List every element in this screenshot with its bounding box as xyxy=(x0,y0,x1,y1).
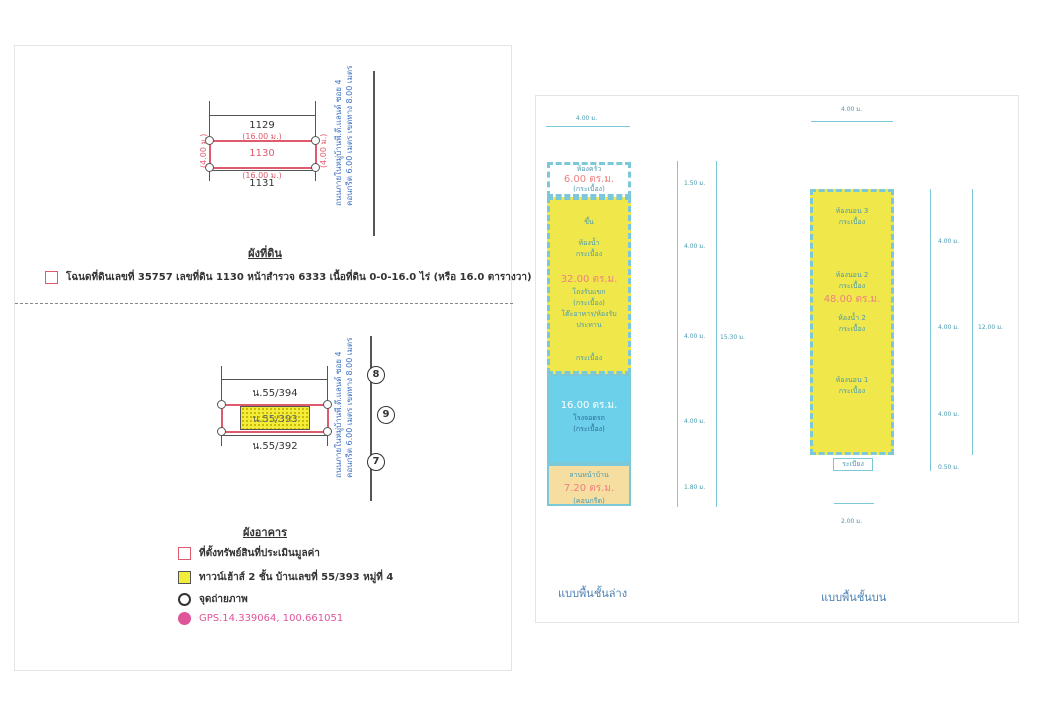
road-label: ถนนภายในหมู่บ้านพี.ดี.แลนด์ ซอย 4 คอนกรี… xyxy=(333,66,355,206)
garage: 16.00 ตร.ม. โรงจอดรถ (กระเบื้อง) xyxy=(547,374,631,464)
front-yard: ลานหน้าบ้าน 7.20 ตร.ม. (คอนกรีต) xyxy=(547,464,631,506)
stair-up: ขึ้น xyxy=(584,218,594,226)
dim-total: 12.00 ม. xyxy=(978,324,1003,331)
dim-label: 4.00 ม. xyxy=(684,243,706,250)
dim-label: 4.00 ม. xyxy=(684,333,706,340)
living-note: โต๊ะอาหาร/ห้องรับประทาน xyxy=(561,310,617,329)
dim-total: 15.30 ม. xyxy=(720,334,745,341)
camera-point-icon xyxy=(178,593,191,606)
bed2-floor: กระเบื้อง xyxy=(838,282,866,290)
bed2-name: ห้องนอน 2 xyxy=(835,271,869,279)
bath2-name: ห้องน้ำ 2 xyxy=(838,314,866,322)
land-legend-text: โฉนดที่ดินเลขที่ 35757 เลขที่ดิน 1130 หน… xyxy=(66,272,532,283)
lot-1130: 1130 xyxy=(249,148,275,159)
living-floor: (กระเบื้อง) xyxy=(573,299,605,307)
land-legend: โฉนดที่ดินเลขที่ 35757 เลขที่ดิน 1130 หน… xyxy=(45,270,532,285)
balcony-width: 2.00 ม. xyxy=(841,518,863,525)
lot-55-392: น.55/392 xyxy=(252,441,298,452)
legend-label: ทาวน์เฮ้าส์ 2 ชั้น บ้านเลขที่ 55/393 หมู… xyxy=(199,572,394,583)
balcony: ระเบียง xyxy=(833,458,873,471)
dim-label: 4.00 ม. xyxy=(938,238,960,245)
gps-dot-icon xyxy=(178,612,191,625)
room-area: 6.00 ตร.ม. xyxy=(563,174,615,185)
width-bottom: (16.00 ม.) xyxy=(242,171,282,180)
road-line2: คอนกรีต 6.00 เมตร เขตทาง 8.00 เมตร xyxy=(345,337,354,478)
upper-floor-title: แบบพื้นชั้นบน xyxy=(821,591,887,604)
depth-right: (4.00 ม.) xyxy=(319,133,328,168)
building-plan-title: ผังอาคาร xyxy=(242,526,288,539)
road-line1: ถนนภายในหมู่บ้านพี.ดี.แลนด์ ซอย 4 xyxy=(334,79,343,206)
pink-box-icon xyxy=(178,547,191,560)
bath-name: ห้องน้ำ xyxy=(578,239,600,247)
bath2-floor: กระเบื้อง xyxy=(838,325,866,333)
dim-label: 4.00 ม. xyxy=(938,411,960,418)
legend-label: จุดถ่ายภาพ xyxy=(199,594,248,605)
camera-point-8: 8 xyxy=(367,366,385,384)
room-floor: (กระเบื้อง) xyxy=(573,185,605,193)
land-plan-title: ผังที่ดิน xyxy=(248,247,282,260)
bed3-name: ห้องนอน 3 xyxy=(835,207,869,215)
bath-floor: กระเบื้อง xyxy=(575,250,603,258)
legend-item: GPS.14.339064, 100.661051 xyxy=(178,612,343,625)
width-top: (16.00 ม.) xyxy=(242,132,282,141)
road-line2: คอนกรีต 6.00 เมตร เขตทาง 8.00 เมตร xyxy=(345,65,354,206)
lot-1129: 1129 xyxy=(249,120,275,131)
lot-55-393: น.55/393 xyxy=(252,414,298,425)
living-area: 32.00 ตร.ม. xyxy=(560,274,618,285)
living-floor2: กระเบื้อง xyxy=(575,354,603,362)
legend-label: GPS.14.339064, 100.661051 xyxy=(199,613,344,624)
bed1-floor: กระเบื้อง xyxy=(838,387,866,395)
legend-label: ที่ตั้งทรัพย์สินที่ประเมินมูลค่า xyxy=(199,548,320,559)
legend-item: ทาวน์เฮ้าส์ 2 ชั้น บ้านเลขที่ 55/393 หมู… xyxy=(178,570,393,585)
ground-width-label: 4.00 ม. xyxy=(576,115,598,122)
site-plan-panel: 1129 (16.00 ม.) 1130 (16.00 ม.) 1131 (4.… xyxy=(14,45,532,671)
floor-plan-panel: 4.00 ม. ห้องครัว 6.00 ตร.ม. (กระเบื้อง) … xyxy=(535,95,1019,623)
road-label-2: ถนนภายในหมู่บ้านพี.ดี.แลนด์ ซอย 4 คอนกรี… xyxy=(333,338,355,478)
legend-item: จุดถ่ายภาพ xyxy=(178,592,248,607)
camera-point-7: 7 xyxy=(367,453,385,471)
camera-point-9: 9 xyxy=(377,406,395,424)
garage-area: 16.00 ตร.ม. xyxy=(560,400,618,411)
lot-1131: 1131 xyxy=(249,178,275,189)
lot-55-394: น.55/394 xyxy=(252,388,298,399)
room-name: ห้องครัว xyxy=(576,165,602,173)
bed3-floor: กระเบื้อง xyxy=(838,218,866,226)
front-floor: (คอนกรีต) xyxy=(573,497,605,505)
dim-label: 4.00 ม. xyxy=(684,418,706,425)
garage-floor: (กระเบื้อง) xyxy=(573,425,605,433)
garage-name: โรงจอดรถ xyxy=(573,414,605,422)
dim-label: 1.50 ม. xyxy=(684,180,706,187)
front-name: ลานหน้าบ้าน xyxy=(569,471,609,479)
yellow-hatch-icon xyxy=(178,571,191,584)
dim-label: 4.00 ม. xyxy=(938,324,960,331)
legend-item: ที่ตั้งทรัพย์สินที่ประเมินมูลค่า xyxy=(178,546,320,561)
pink-box-icon xyxy=(45,271,58,284)
depth-left: (4.00 ม.) xyxy=(199,133,208,168)
section-divider xyxy=(15,303,513,304)
upper-width-label: 4.00 ม. xyxy=(841,106,863,113)
kitchen: ห้องครัว 6.00 ตร.ม. (กระเบื้อง) xyxy=(547,162,631,197)
dim-label: 0.50 ม. xyxy=(938,464,960,471)
front-area: 7.20 ตร.ม. xyxy=(563,483,615,494)
townhouse-footprint xyxy=(240,406,310,430)
living-room: ขึ้น ห้องน้ำ กระเบื้อง 32.00 ตร.ม. โถงรั… xyxy=(547,197,631,374)
living-name: โถงรับแขก xyxy=(572,288,606,296)
ground-floor-title: แบบพื้นชั้นล่าง xyxy=(558,587,628,600)
upper-floor-plan: ห้องนอน 3 กระเบื้อง ห้องนอน 2 กระเบื้อง … xyxy=(810,189,894,455)
bed1-name: ห้องนอน 1 xyxy=(835,376,869,384)
road-line1: ถนนภายในหมู่บ้านพี.ดี.แลนด์ ซอย 4 xyxy=(334,351,343,478)
dim-label: 1.80 ม. xyxy=(684,484,706,491)
upper-area: 48.00 ตร.ม. xyxy=(823,294,881,305)
